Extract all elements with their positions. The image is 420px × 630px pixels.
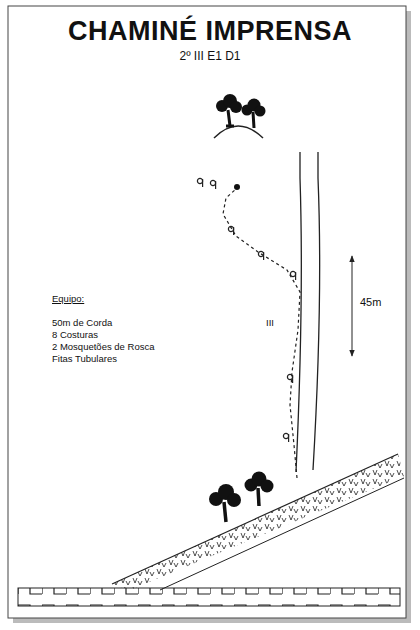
chimney-wall: [313, 152, 320, 470]
slope-edge: [112, 454, 398, 584]
equipment-item: 50m de Corda: [52, 318, 112, 329]
ground-band: [18, 588, 400, 606]
chimney-wall: [296, 152, 301, 472]
frame: [8, 6, 406, 618]
bolts: [197, 178, 295, 442]
climbing-route: [223, 188, 300, 478]
trees-base: [209, 472, 274, 523]
route-title: CHAMINÉ IMPRENSA: [68, 16, 352, 47]
equipment-item: Fitas Tubulares: [52, 354, 117, 365]
equipment-item: 2 Mosquetões de Rosca: [52, 342, 154, 353]
equipment-item: 8 Costuras: [52, 330, 98, 341]
grade: 2º III E1 D1: [179, 50, 240, 64]
belay-station: [234, 184, 240, 190]
trees-top: [216, 94, 266, 128]
grass-slope: [112, 454, 404, 590]
top-arc: [214, 126, 263, 138]
equipment-heading: Equipo:: [52, 294, 84, 305]
slope-edge: [160, 478, 404, 590]
pitch-grade: III: [266, 318, 274, 329]
dimension-arrow: [352, 256, 353, 356]
pitch-length: 45m: [360, 296, 381, 309]
